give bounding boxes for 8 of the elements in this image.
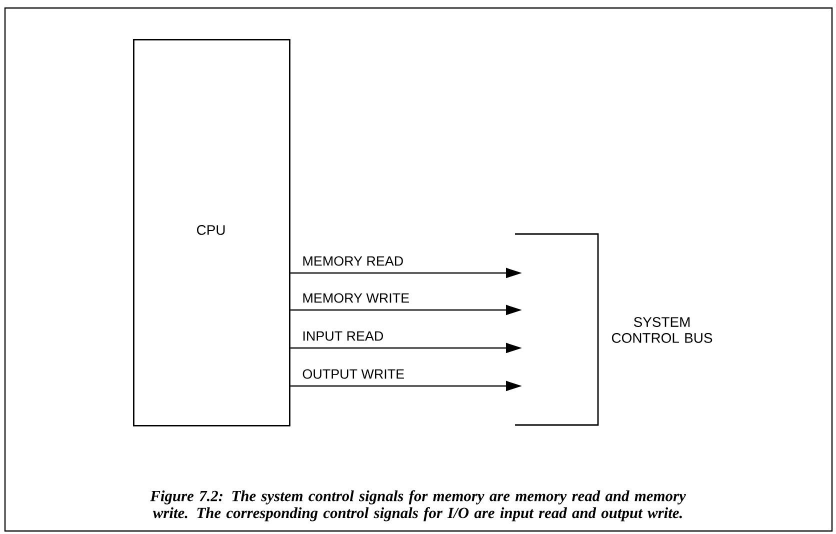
cpu-box: CPU	[133, 39, 290, 426]
signal-label: MEMORY READ	[303, 256, 403, 266]
bus-label: SYSTEM CONTROL BUS	[612, 317, 712, 343]
signal-label: OUTPUT WRITE	[302, 369, 404, 379]
signal-label: INPUT READ	[303, 331, 383, 341]
figure-caption: Figure 7.2: The system control signals for memory are memory read and memory write. The corresponding control signals for I/O are input read and output write.	[150, 490, 686, 522]
signal-label: MEMORY WRITE	[303, 293, 409, 303]
bus-bracket	[515, 233, 599, 426]
